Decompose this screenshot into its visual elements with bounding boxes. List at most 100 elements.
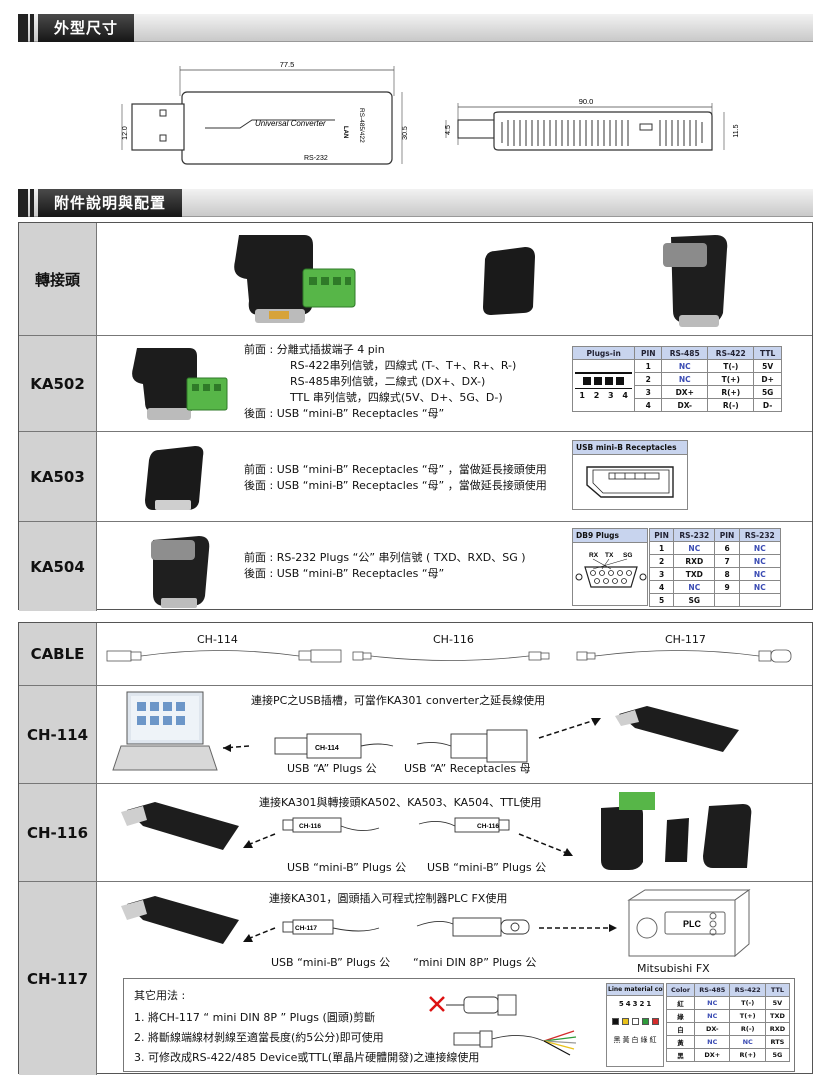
- ch117-row: CH-117 連接KA301，圓頭插入可程式控制器PLC FX使用 CH-117: [19, 881, 812, 1075]
- ka502-photo: [132, 348, 228, 420]
- front-depth-label: 30.5: [402, 126, 409, 140]
- table-header: PIN: [714, 528, 740, 542]
- row-label: CABLE: [19, 623, 97, 685]
- cable-row: CABLE CH-114 CH-116 CH-117: [19, 623, 812, 685]
- ch116-tag-2: CH-116: [477, 823, 499, 830]
- db9-signal: SG: [623, 552, 632, 559]
- ka503-photo: [145, 446, 204, 510]
- table-cell: D+: [753, 372, 782, 386]
- table-cell: NC: [694, 996, 731, 1010]
- desc-line: 後面 : USB “mini-B” Receptacles “母”: [244, 567, 445, 580]
- row-label: KA503: [19, 432, 97, 521]
- mini-b-receptacle-icon: [586, 466, 674, 498]
- desc-line: 前面 : RS-232 Plugs “公” 串列信號 ( TXD、RXD、SG …: [244, 551, 526, 564]
- cut-x-icon: [429, 996, 445, 1012]
- table-cell: 1: [648, 541, 675, 555]
- ka301-image: [615, 706, 739, 752]
- cable-name: CH-116: [433, 633, 474, 646]
- table-header: TTL: [764, 983, 791, 997]
- row-label: KA502: [19, 336, 97, 431]
- section-header-dimensions: 外型尺寸: [18, 14, 813, 42]
- table-cell: T(-): [729, 996, 766, 1010]
- table-cell: R(+): [707, 385, 755, 399]
- db9-signal: TX: [605, 552, 614, 559]
- table-cell: 5G: [764, 1048, 791, 1062]
- table-cell: DX+: [661, 385, 709, 399]
- table-header: PIN: [648, 528, 675, 542]
- pin-label: 1: [579, 390, 585, 400]
- table-header: TTL: [753, 346, 782, 360]
- pin-label: 4: [622, 390, 628, 400]
- adapter-row: 轉接頭: [19, 223, 812, 335]
- side-h2-label: 11.5: [733, 124, 740, 137]
- ka502-pin-table: Plugs-in PIN RS-485 RS-422 TTL 1 2: [571, 346, 782, 412]
- table-cell: NC: [661, 359, 709, 373]
- table-cell: DX-: [661, 398, 709, 412]
- plc-image: PLC: [627, 889, 751, 958]
- table-cell: 3: [634, 385, 663, 399]
- wire-color: 紅: [649, 1036, 657, 1044]
- ka301-image: [121, 802, 239, 850]
- pin-label: 2: [593, 390, 600, 400]
- table-cell: 2: [648, 554, 675, 568]
- din-pinout-box: Line material color 5 4 3 2 1 黑: [606, 983, 664, 1067]
- ka503-image: [483, 247, 535, 315]
- ch117-tag: CH-117: [295, 925, 317, 932]
- table-cell: R(+): [729, 1048, 766, 1062]
- terminal-icon: [594, 376, 603, 385]
- desc-line: 後面 : USB “mini-B” Receptacles “母” ，當做延長接…: [244, 479, 547, 492]
- table-cell: 9: [714, 580, 740, 594]
- table-cell: NC: [729, 1035, 766, 1049]
- adapters-image: [601, 792, 752, 870]
- wire-color: 白: [631, 1036, 639, 1044]
- table-cell: 4: [634, 398, 663, 412]
- table-cell: RXD: [764, 1022, 791, 1036]
- row-label: CH-114: [19, 686, 97, 783]
- adapter-table: 轉接頭 KA502: [18, 222, 813, 611]
- brand-text: Universal Converter: [255, 119, 326, 128]
- front-view-drawing: 77.5 12.0 Universal Converter RS-232 LAN…: [121, 60, 409, 165]
- din-pin: 4: [625, 1000, 631, 1008]
- table-cell: NC: [738, 541, 782, 555]
- table-cell: 5: [648, 593, 675, 607]
- table-cell: [714, 593, 740, 607]
- table-header: Plugs-in: [571, 346, 636, 360]
- desc-line: TTL 串列信號，四線式(5V、D+、5G、D-): [290, 391, 503, 404]
- ka504-photo: [151, 536, 210, 608]
- table-cell: SG: [673, 593, 716, 607]
- table-cell: 黑: [665, 1048, 696, 1062]
- other-line: 3. 可修改成RS-422/485 Device或TTL(單晶片硬體開發)之連接…: [134, 1051, 480, 1064]
- terminal-icon: [616, 376, 625, 385]
- ch116-tag: CH-116: [299, 823, 321, 830]
- ch116-cap2: USB “mini-B” Plugs 公: [427, 861, 547, 874]
- cable-name: CH-114: [197, 633, 238, 646]
- rs232-text: RS-232: [304, 155, 328, 162]
- table-cell: 5V: [764, 996, 791, 1010]
- ch117-diagram: CH-117 PLC: [121, 889, 751, 958]
- ch116-cap1: USB “mini-B” Plugs 公: [287, 861, 407, 874]
- cable-strip: [106, 649, 792, 663]
- table-cell: NC: [673, 541, 716, 555]
- front-height-label: 12.0: [122, 126, 129, 140]
- table-cell: D-: [753, 398, 782, 412]
- model-vertical-text: RS-485/422: [358, 108, 365, 143]
- desc-line: 前面 : 分離式插拔端子 4 pin: [244, 343, 385, 356]
- ch117-cap2: “mini DIN 8P” Plugs 公: [413, 956, 537, 969]
- table-header: RS-422: [729, 983, 766, 997]
- ch116-desc: 連接KA301與轉接頭KA502、KA503、KA504、TTL使用: [259, 796, 542, 809]
- cut-cable-diagram: [429, 994, 577, 1056]
- ch114-tag: CH-114: [315, 745, 339, 752]
- adapter-images: [234, 235, 728, 327]
- table-cell: NC: [673, 580, 716, 594]
- cable-name: CH-117: [665, 633, 706, 646]
- side-h1-label: 4.5: [445, 125, 452, 135]
- ka504-image: [663, 235, 728, 327]
- other-line: 2. 將斷線端線材剝線至適當長度(約5公分)即可使用: [134, 1031, 384, 1044]
- table-cell: NC: [738, 567, 782, 581]
- table-cell: DX-: [694, 1022, 731, 1036]
- receptacle-title: USB mini-B Receptacles: [573, 441, 687, 455]
- desc-line: 後面 : USB “mini-B” Receptacles “母”: [244, 407, 445, 420]
- ch116-diagram: CH-116 CH-116: [121, 792, 752, 870]
- terminal-icon: [605, 376, 614, 385]
